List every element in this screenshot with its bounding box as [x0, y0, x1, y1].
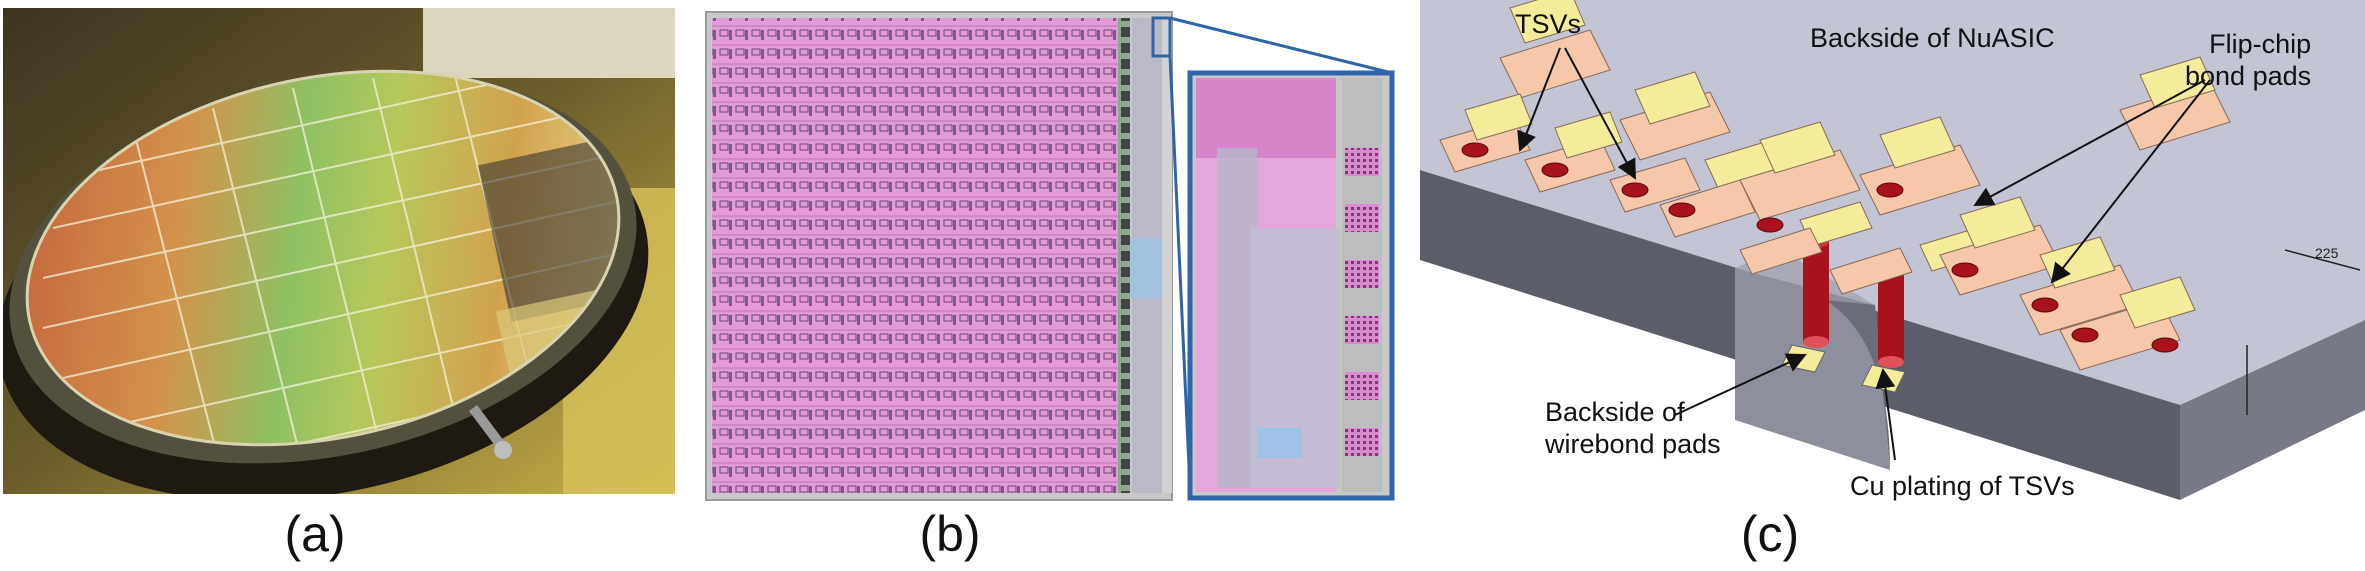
- wafer-photo-image: [0, 8, 675, 501]
- tsv-3d-drawing: 225: [1420, 0, 2365, 500]
- caption-a: (a): [284, 506, 346, 562]
- label-backside-nuasic: Backside of NuASIC: [1810, 23, 2055, 53]
- label-wirebond-line2: wirebond pads: [1545, 429, 1721, 459]
- panel-b-chip-layout: [702, 8, 1402, 504]
- panel-a-wafer-photo: [0, 8, 675, 501]
- label-flipchip-line2: bond pads: [2185, 61, 2312, 91]
- label-wirebond-line1: Backside of: [1545, 397, 1685, 427]
- label-wirebond-pads: Backside of wirebond pads: [1545, 396, 1721, 460]
- label-flipchip-line1: Flip-chip: [2209, 29, 2312, 59]
- chip-layout-image: [705, 11, 1395, 501]
- caption-b: (b): [919, 506, 981, 562]
- label-flipchip-bond-pads: Flip-chip bond pads: [2185, 28, 2311, 92]
- label-tsvs: TSVs: [1515, 9, 1582, 39]
- dimension-label: 225: [2315, 245, 2339, 261]
- caption-c: (c): [1740, 506, 1800, 562]
- panel-c-tsv-drawing: 225 TSVs Backside of NuASIC Flip-chip bo…: [1420, 0, 2365, 501]
- label-cu-plating: Cu plating of TSVs: [1850, 471, 2075, 501]
